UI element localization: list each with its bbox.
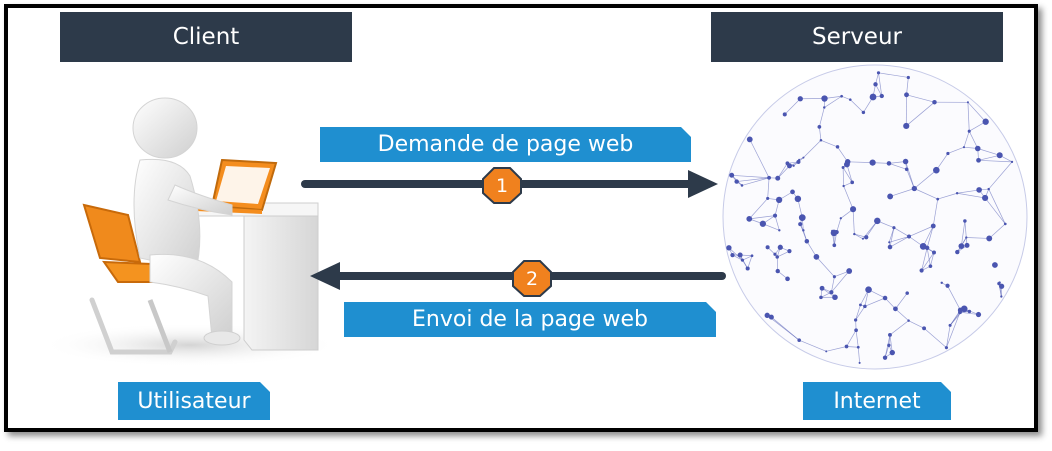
step-2-badge: [512, 260, 552, 297]
globe-network-icon: [722, 64, 1028, 370]
person-at-desk-icon: [40, 97, 340, 367]
request-label: Demande de page web: [320, 127, 691, 162]
client-header: Client: [60, 12, 352, 62]
step-1-number: 1: [495, 175, 509, 197]
internet-label: Internet: [803, 382, 951, 420]
step-1-badge: [482, 167, 522, 204]
server-header: Serveur: [711, 12, 1003, 62]
response-label: Envoi de la page web: [344, 302, 716, 337]
user-label: Utilisateur: [118, 382, 270, 420]
step-2-number: 2: [525, 268, 539, 290]
